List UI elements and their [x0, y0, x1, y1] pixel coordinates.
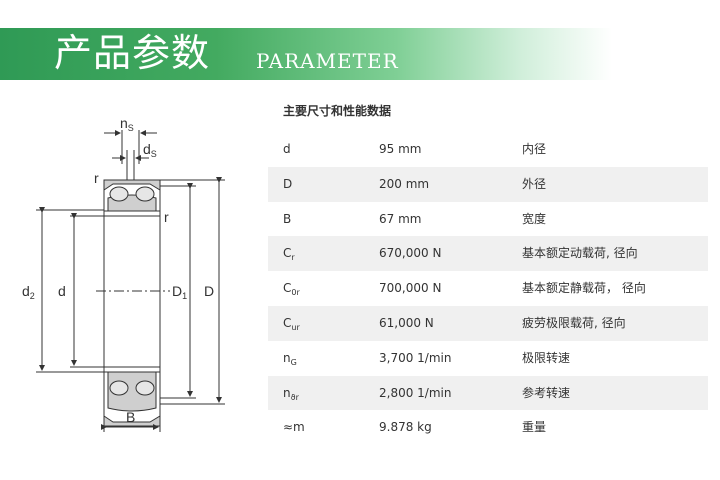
row-description: 基本额定动载荷, 径向 — [522, 246, 638, 261]
table-row: Cr 670,000 N 基本额定动载荷, 径向 — [268, 236, 708, 273]
label-ns: nS — [120, 115, 134, 133]
label-D: D — [204, 283, 214, 299]
table-row: ≈m 9.878 kg 重量 — [268, 410, 708, 445]
row-value: 95 mm — [379, 142, 422, 156]
row-description: 宽度 — [522, 211, 547, 226]
row-description: 极限转速 — [522, 350, 571, 365]
row-symbol-main: C — [283, 246, 292, 261]
row-symbol-main: C — [283, 315, 292, 330]
label-B: B — [126, 409, 135, 425]
row-value: 9.878 kg — [379, 420, 432, 435]
table-row: C0r 700,000 N 基本额定静载荷， 径向 — [268, 271, 708, 306]
label-r-side: r — [164, 209, 169, 225]
row-symbol-subscript: ur — [291, 322, 300, 332]
row-symbol: C0r — [283, 271, 300, 308]
row-symbol-main: D — [283, 176, 293, 191]
label-ds: dS — [143, 141, 157, 159]
row-symbol: nϑr — [283, 376, 299, 413]
row-symbol-subscript: G — [290, 357, 297, 367]
row-value: 2,800 1/min — [379, 385, 452, 400]
row-symbol-main: C — [283, 281, 292, 296]
table-row: Cur 61,000 N 疲劳极限载荷, 径向 — [268, 305, 708, 343]
row-value: 61,000 N — [379, 315, 434, 330]
label-d: d — [58, 283, 66, 299]
row-value: 3,700 1/min — [379, 350, 452, 365]
row-value: 670,000 N — [379, 246, 442, 261]
table-row: nϑr 2,800 1/min 参考转速 — [268, 375, 708, 413]
row-value: 200 mm — [379, 176, 430, 191]
row-symbol-main: d — [283, 142, 291, 156]
row-symbol-main: n — [283, 385, 291, 400]
row-symbol-subscript: ϑr — [290, 392, 299, 402]
table-row: D 200 mm 外径 — [268, 166, 708, 202]
row-symbol: nG — [283, 341, 297, 378]
row-symbol-main: B — [283, 211, 292, 226]
banner-title-cn: 产品参数 — [54, 31, 211, 75]
row-symbol-main: n — [283, 350, 291, 365]
row-symbol: ≈m — [283, 410, 305, 445]
row-symbol: d — [283, 132, 291, 167]
label-d2: d2 — [22, 283, 35, 301]
row-description: 疲劳极限载荷, 径向 — [522, 315, 626, 330]
row-symbol: B — [283, 202, 291, 237]
row-value: 700,000 N — [379, 281, 442, 296]
row-symbol-subscript: r — [291, 253, 295, 263]
row-symbol: D — [283, 167, 292, 202]
label-r-top: r — [94, 170, 99, 186]
table-row: B 67 mm 宽度 — [268, 202, 708, 237]
row-value: 67 mm — [379, 211, 422, 226]
row-symbol-main: ≈m — [283, 420, 305, 435]
label-D1: D1 — [172, 283, 187, 301]
row-symbol-subscript: 0r — [291, 288, 300, 298]
row-description: 基本额定静载荷， 径向 — [522, 281, 646, 296]
row-symbol: Cr — [283, 236, 295, 273]
table-row: nG 3,700 1/min 极限转速 — [268, 341, 708, 376]
row-description: 内径 — [522, 142, 547, 156]
bearing-drawing: nS dS r r d2 d D1 D B — [22, 115, 225, 432]
row-description: 重量 — [522, 420, 547, 435]
table-row: d 95 mm 内径 — [268, 132, 708, 167]
table-title: 主要尺寸和性能数据 — [283, 104, 392, 118]
row-description: 外径 — [522, 176, 547, 191]
parameter-table: d 95 mm 内径 D 200 mm 外径 B 67 mm 宽度 Cr 670,000 N 基本额定… — [268, 132, 708, 445]
row-symbol: Cur — [283, 306, 300, 343]
row-description: 参考转速 — [522, 385, 571, 400]
header-banner: 产品参数 PARAMETER — [0, 28, 720, 80]
banner-title-en: PARAMETER — [256, 49, 399, 73]
